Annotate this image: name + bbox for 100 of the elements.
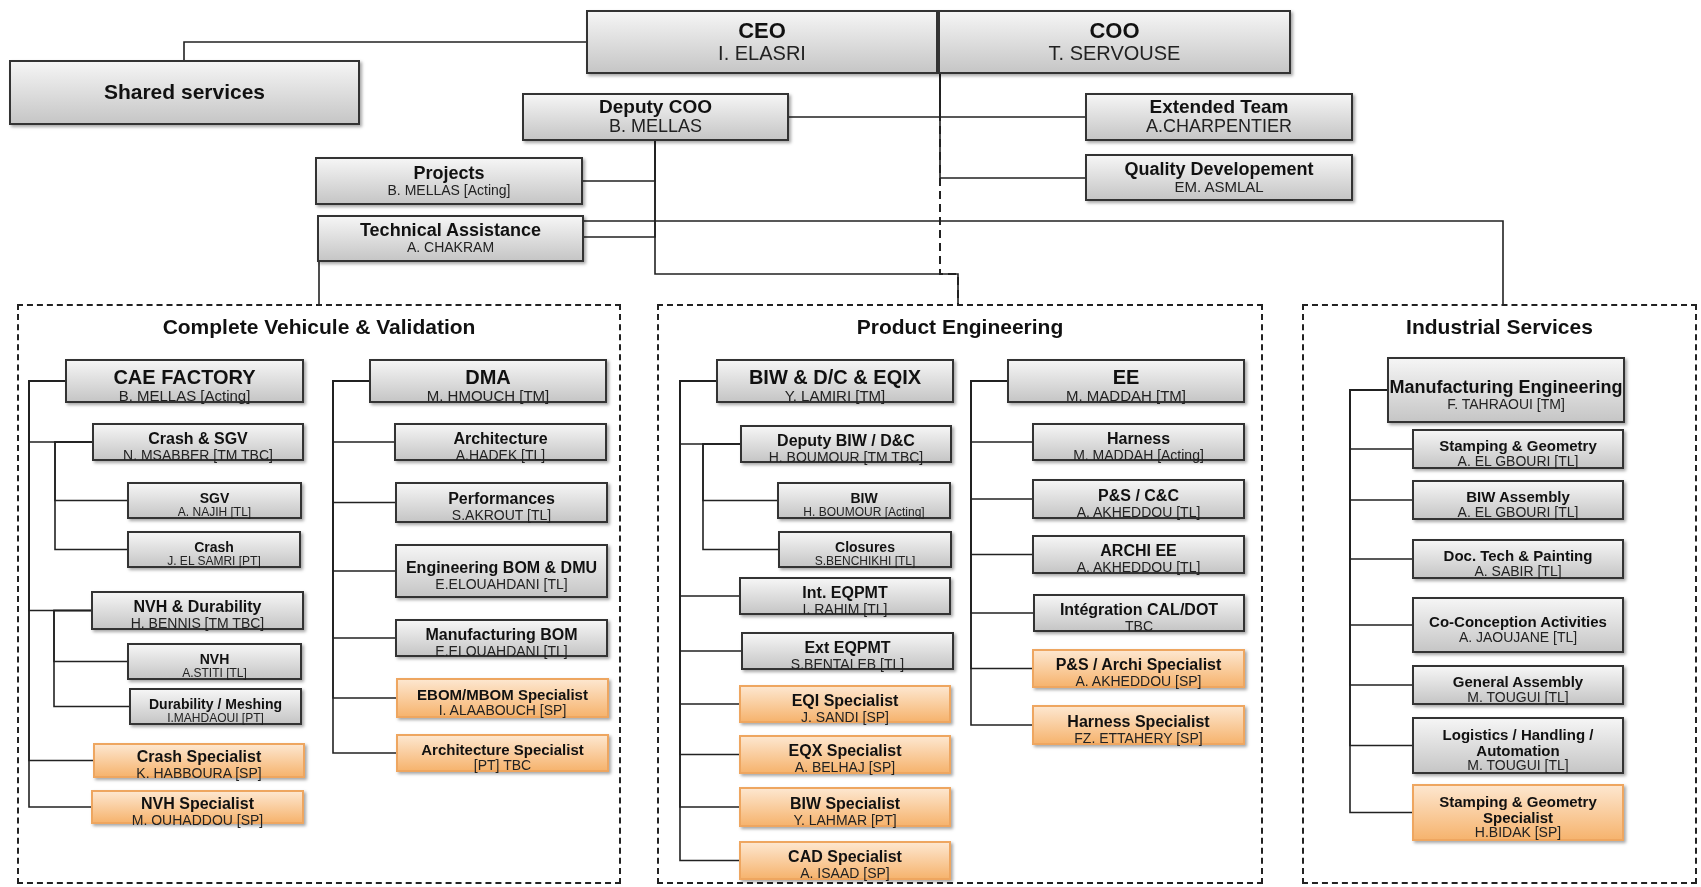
person-name: K. HABBOURA [SP] bbox=[136, 766, 262, 781]
position-title: Crash bbox=[194, 540, 234, 556]
person-name: A.STITI [TL] bbox=[182, 667, 247, 680]
person-name: T. SERVOUSE bbox=[1048, 42, 1181, 64]
person-name: M. TOUGUI [TL] bbox=[1467, 690, 1569, 705]
person-name: S.BENTALEB [TL] bbox=[790, 656, 905, 672]
position-title: BIW Assembly bbox=[1466, 489, 1570, 506]
position-title: Stamping & Geometry bbox=[1439, 438, 1597, 455]
position-box bbox=[1032, 649, 1245, 688]
position-title: BIW & D/C & EQIX bbox=[748, 367, 922, 389]
person-name: B. MELLAS [Acting] bbox=[118, 388, 251, 404]
position-box bbox=[9, 60, 360, 125]
position-title: Projects bbox=[413, 163, 485, 183]
position-box bbox=[741, 632, 954, 670]
department-title: Product Engineering bbox=[856, 316, 1064, 339]
department-frame bbox=[657, 304, 1263, 884]
connector-line bbox=[318, 261, 320, 305]
connector-line bbox=[970, 380, 1033, 726]
person-name: I.MAHDAOUI [PT] bbox=[167, 712, 264, 725]
position-title: Harness bbox=[1106, 430, 1171, 448]
person-name: J. EL SAMRI [PT] bbox=[167, 555, 261, 568]
person-name: B. MELLAS [Acting] bbox=[387, 182, 511, 198]
position-box bbox=[739, 685, 951, 723]
position-title: NVH & Durability bbox=[133, 599, 262, 617]
position-box bbox=[1412, 539, 1624, 579]
person-name: A. BELHAJ [SP] bbox=[794, 760, 896, 775]
position-box bbox=[1085, 93, 1353, 141]
position-box bbox=[1085, 154, 1353, 201]
person-name: E.ELOUAHDANI [TL] bbox=[435, 576, 568, 592]
department-frame bbox=[17, 304, 621, 884]
person-name: A. CHAKRAM bbox=[406, 240, 495, 255]
person-name: A. AKHEDDOU [SP] bbox=[1075, 674, 1202, 689]
position-title: Technical Assistance bbox=[359, 221, 542, 241]
department-title: Industrial Services bbox=[1406, 316, 1593, 339]
position-title: CAD Specialist bbox=[788, 849, 902, 867]
position-box bbox=[1007, 359, 1245, 403]
person-name: A. JAOUJANE [TL] bbox=[1458, 630, 1578, 645]
position-box bbox=[739, 841, 951, 880]
department-title: Complete Vehicule & Validation bbox=[162, 316, 476, 339]
person-name: FZ. ETTAHERY [SP] bbox=[1074, 730, 1203, 746]
position-title: General Assembly bbox=[1452, 674, 1584, 691]
person-name: H. BOUMOUR [TM TBC] bbox=[768, 449, 924, 465]
person-name: A. AKHEDDOU [TL] bbox=[1076, 560, 1201, 575]
position-title: CEO bbox=[738, 19, 786, 43]
position-title: P&S / Archi Specialist bbox=[1055, 657, 1222, 675]
position-title: Durability / Meshing bbox=[149, 697, 282, 713]
person-name: E.ELOUAHDANI [TL] bbox=[435, 643, 568, 659]
position-title: Closures bbox=[835, 540, 895, 556]
person-name: EM. ASMLAL bbox=[1174, 178, 1264, 195]
position-box bbox=[1387, 357, 1625, 423]
person-name: M. HMOUCH [TM] bbox=[426, 388, 550, 404]
position-title: Architecture bbox=[453, 430, 548, 448]
position-title: Co-Conception Activities bbox=[1429, 614, 1607, 631]
person-name: M. MADDAH [Acting] bbox=[1073, 447, 1204, 463]
person-name: A. NAJIH [TL] bbox=[177, 506, 252, 519]
position-box bbox=[739, 787, 951, 827]
position-title: NVH Specialist bbox=[141, 795, 254, 813]
department-frame bbox=[1302, 304, 1697, 884]
position-box bbox=[777, 482, 951, 519]
position-title: Intégration CAL/DOT bbox=[1059, 601, 1219, 619]
position-box bbox=[396, 734, 609, 772]
position-title: Logistics / Handling / Automation bbox=[1441, 726, 1595, 759]
position-box bbox=[522, 93, 789, 141]
person-name: A. EL GBOURI [TL] bbox=[1457, 505, 1579, 520]
person-name: S.AKROUT [TL] bbox=[451, 508, 552, 523]
person-name: A. EL GBOURI [TL] bbox=[1457, 454, 1579, 469]
position-title: BIW Specialist bbox=[789, 795, 901, 813]
person-name: A. AKHEDDOU [TL] bbox=[1076, 504, 1201, 520]
position-box bbox=[1412, 717, 1624, 774]
position-box bbox=[938, 10, 1291, 74]
position-box bbox=[1412, 597, 1624, 653]
person-name: A.CHARPENTIER bbox=[1146, 117, 1292, 136]
connector-line bbox=[583, 220, 1504, 305]
connector-line bbox=[54, 441, 128, 551]
position-box bbox=[129, 688, 302, 725]
position-title: Deputy COO bbox=[599, 97, 712, 117]
position-box bbox=[1032, 423, 1245, 461]
position-title: EBOM/MBOM Specialist bbox=[417, 687, 588, 704]
position-title: Extended Team bbox=[1149, 97, 1289, 117]
person-name: I. ELASRI bbox=[718, 42, 806, 64]
person-name: A. ISAAD [SP] bbox=[800, 866, 890, 881]
person-name: N. MSABBER [TM TBC] bbox=[123, 447, 273, 463]
position-title: Crash & SGV bbox=[148, 430, 248, 448]
position-box bbox=[396, 678, 609, 718]
position-title: DMA bbox=[465, 367, 511, 389]
person-name: Y. LAMIRI [TM] bbox=[784, 388, 886, 404]
position-box bbox=[65, 359, 304, 403]
position-box bbox=[92, 423, 304, 461]
position-title: Engineering BOM & DMU bbox=[405, 559, 598, 577]
position-box bbox=[315, 157, 583, 205]
position-box bbox=[127, 531, 301, 568]
person-name: [PT] TBC bbox=[473, 758, 532, 773]
position-title: EE bbox=[1112, 367, 1140, 389]
position-box bbox=[716, 359, 954, 403]
connector-line bbox=[183, 41, 587, 61]
position-box bbox=[586, 10, 938, 74]
position-title: Manufacturing Engineering bbox=[1389, 377, 1623, 397]
position-box bbox=[739, 735, 951, 774]
position-title: P&S / C&C bbox=[1098, 487, 1179, 505]
connector-line bbox=[939, 73, 1086, 179]
